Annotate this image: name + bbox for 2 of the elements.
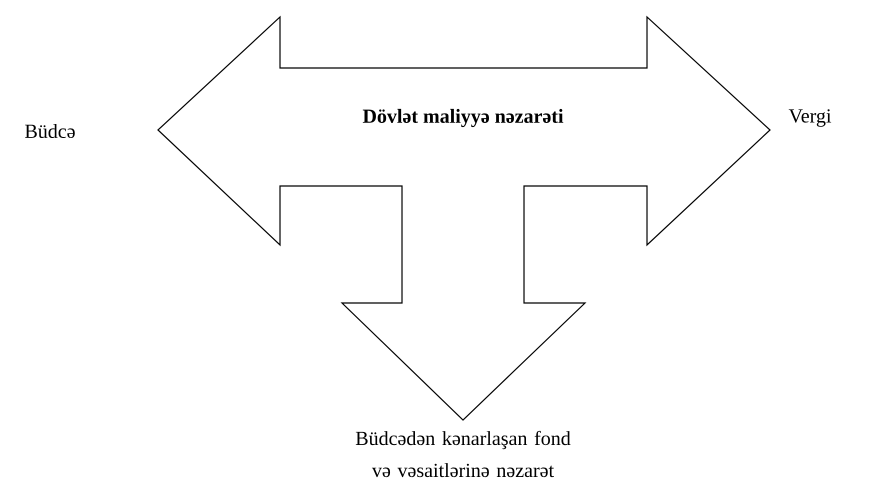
label-text: Büdcə: [25, 124, 75, 138]
label-text: Vergi: [788, 109, 832, 127]
